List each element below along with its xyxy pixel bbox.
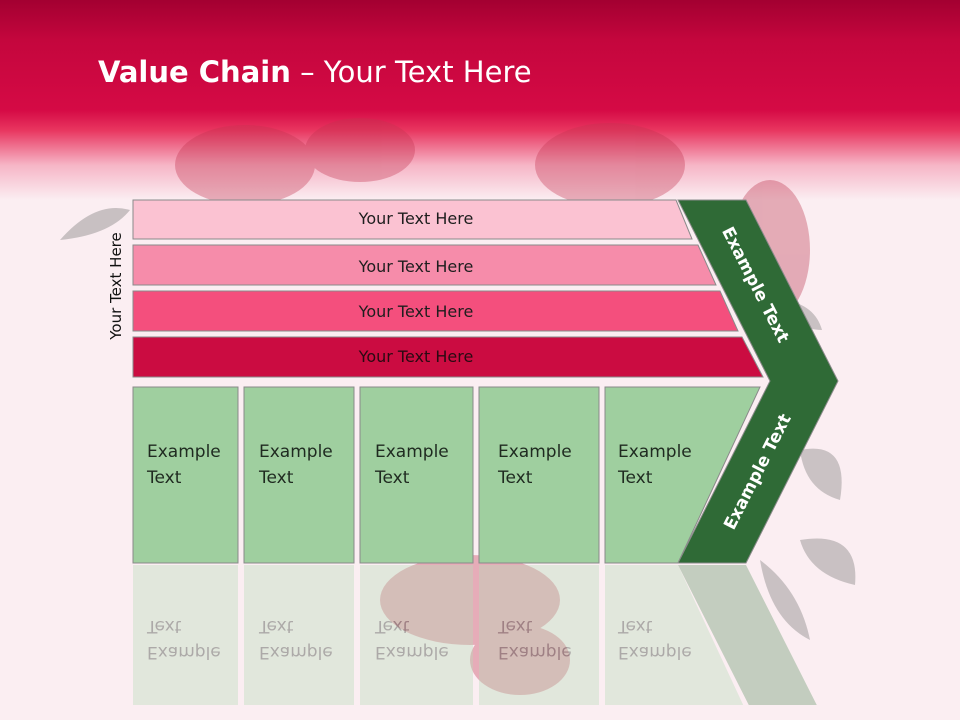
primary-box-2 — [243, 386, 355, 564]
primary-box-3 — [359, 386, 474, 564]
support-bar-1-label: Your Text Here — [358, 209, 474, 228]
primary-box-4 — [478, 386, 600, 564]
support-bar-3-label: Your Text Here — [358, 302, 474, 321]
support-bar-4 — [132, 336, 764, 378]
side-label: Your Text Here — [107, 232, 125, 340]
title-bold: Value Chain — [98, 55, 291, 89]
support-bar-2 — [132, 244, 717, 286]
header-band — [0, 0, 960, 200]
title-rest: – Your Text Here — [290, 55, 532, 89]
margin-chevron — [677, 199, 839, 564]
support-bar-3 — [132, 290, 739, 332]
support-bar-2-label: Your Text Here — [358, 257, 474, 276]
primary-box-1 — [132, 386, 239, 564]
support-bar-1 — [132, 199, 693, 240]
support-bar-4-label: Your Text Here — [358, 347, 474, 366]
slide-title: Value Chain – Your Text Here — [98, 55, 532, 89]
